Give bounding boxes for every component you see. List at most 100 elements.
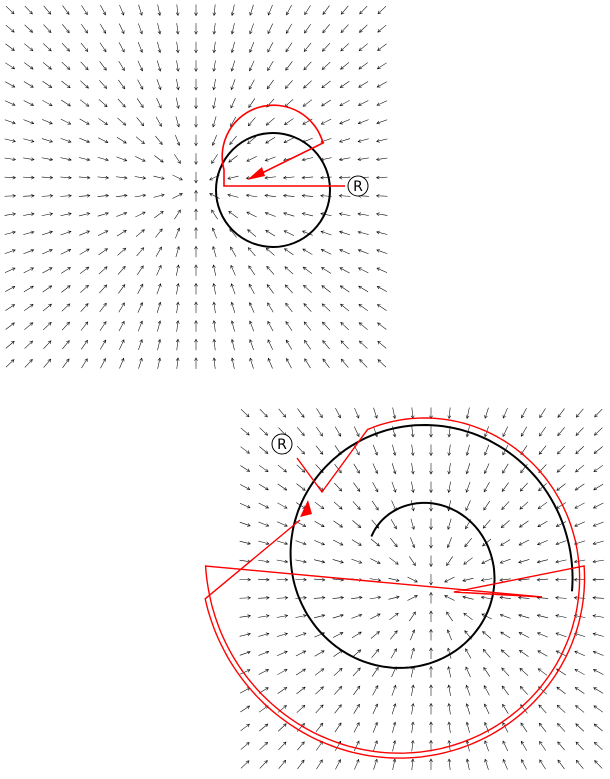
field-arrow (61, 303, 71, 312)
field-arrow (277, 723, 287, 732)
field-arrow (574, 521, 585, 527)
field-arrow (391, 481, 397, 493)
field-arrow (282, 175, 295, 180)
field-arrow (42, 322, 52, 331)
field-arrow (410, 647, 415, 659)
field-arrow (156, 97, 162, 109)
field-arrow (42, 249, 53, 255)
field-arrow (353, 685, 361, 696)
field-arrow (411, 702, 415, 715)
marker-r-bottom: R (271, 433, 293, 455)
field-arrow (136, 247, 145, 257)
field-arrow (392, 407, 397, 419)
field-arrow (283, 212, 295, 217)
field-arrow (267, 357, 273, 369)
field-arrow (81, 23, 88, 34)
field-arrow (352, 520, 362, 528)
field-arrow (410, 629, 416, 641)
field-arrow (302, 118, 313, 125)
field-arrow (351, 595, 363, 600)
marker-r-label-top: R (353, 179, 363, 195)
field-arrow (557, 759, 565, 770)
field-arrow (176, 320, 180, 332)
field-arrow (304, 358, 311, 369)
field-arrow (5, 286, 16, 292)
marker-r-circle-bottom (271, 433, 293, 455)
field-arrow (116, 156, 128, 162)
field-arrow (557, 445, 566, 455)
field-arrow (79, 248, 90, 255)
field-arrow (285, 302, 293, 313)
field-arrow (194, 208, 198, 221)
field-arrow (61, 267, 71, 274)
field-arrow (536, 559, 549, 564)
field-arrow (320, 175, 332, 180)
field-arrow (447, 463, 451, 475)
field-arrow (375, 175, 388, 180)
field-arrow (313, 559, 326, 564)
field-arrow (97, 230, 109, 236)
field-arrow (296, 445, 305, 455)
field-arrow (339, 230, 351, 236)
field-arrow (282, 193, 295, 198)
field-arrow (593, 465, 604, 473)
field-arrow (116, 175, 128, 180)
field-arrow (315, 704, 324, 714)
field-arrow (574, 632, 586, 637)
field-arrow (519, 650, 529, 657)
field-arrow (240, 687, 251, 694)
field-arrow (359, 5, 368, 15)
field-arrow (447, 721, 451, 733)
field-arrow (592, 669, 604, 675)
field-arrow (357, 249, 369, 255)
field-arrow (267, 339, 273, 350)
field-arrow (157, 357, 162, 369)
field-arrow (41, 157, 54, 162)
field-arrow (376, 81, 387, 88)
field-arrow (297, 408, 305, 418)
field-arrow (247, 229, 257, 237)
field-arrow (314, 650, 325, 657)
field-arrow (97, 175, 110, 180)
field-arrow (259, 723, 269, 732)
field-arrow (266, 265, 275, 275)
field-arrow (138, 357, 143, 369)
field-arrow (376, 138, 388, 143)
field-arrow (429, 463, 433, 475)
field-arrow (212, 116, 217, 128)
field-arrow (465, 444, 470, 456)
field-arrow (116, 211, 128, 217)
field-arrow (555, 650, 567, 657)
field-arrow (212, 41, 216, 54)
field-arrow (23, 138, 35, 143)
field-arrow (24, 24, 34, 33)
field-arrow (517, 595, 530, 600)
field-arrow (388, 595, 400, 600)
field-arrow (156, 79, 162, 91)
field-arrow (283, 230, 295, 236)
field-arrow (429, 702, 433, 715)
field-arrow (411, 463, 415, 475)
field-arrow (98, 266, 108, 275)
field-arrow (481, 613, 492, 620)
field-arrow (5, 6, 15, 15)
field-arrow (194, 134, 198, 147)
field-arrow (60, 157, 72, 162)
field-arrow (334, 463, 342, 474)
field-arrow (265, 117, 275, 126)
field-arrow (313, 577, 326, 582)
field-arrow (79, 230, 91, 236)
field-arrow (555, 577, 567, 582)
black-circle-curve (215, 132, 331, 248)
field-arrow (411, 721, 415, 733)
field-arrow (212, 97, 217, 109)
field-arrow (137, 41, 143, 53)
field-arrow (536, 577, 549, 582)
field-arrow (156, 283, 162, 295)
field-arrow (79, 137, 91, 143)
field-arrow (240, 446, 250, 454)
field-arrow (80, 42, 89, 52)
field-arrow (594, 760, 603, 769)
field-arrow (320, 230, 332, 236)
field-arrow (575, 741, 584, 751)
